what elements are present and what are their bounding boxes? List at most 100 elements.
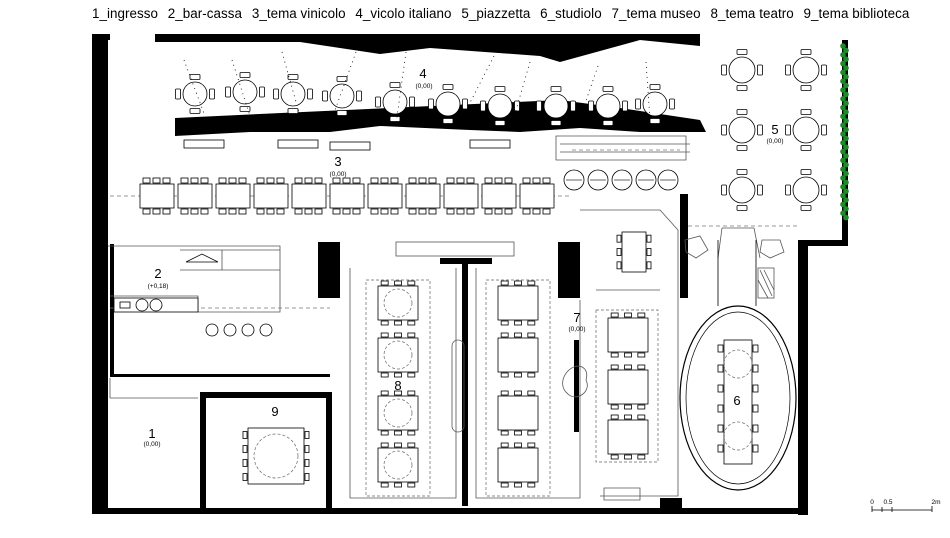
- chair: [752, 384, 759, 393]
- light-string: [395, 51, 407, 125]
- zone-outline: [485, 279, 551, 497]
- chair: [332, 208, 341, 215]
- chair: [500, 430, 509, 436]
- round-table: [728, 116, 756, 144]
- chair: [228, 177, 237, 184]
- hedge-leaf: [843, 144, 849, 150]
- chair: [527, 372, 536, 378]
- legend-item-5: 5_piazzetta: [461, 6, 531, 21]
- chair: [736, 145, 748, 151]
- chair: [380, 482, 389, 488]
- chair: [514, 372, 522, 378]
- chair: [752, 404, 759, 413]
- legend-item-8: 8_tema teatro: [710, 6, 794, 21]
- chair: [200, 177, 209, 184]
- hedge-leaf: [843, 74, 849, 80]
- bench: [183, 139, 225, 149]
- hedge-leaf: [840, 87, 846, 93]
- chair: [218, 177, 227, 184]
- chair: [189, 108, 201, 114]
- chair: [390, 177, 399, 184]
- chair: [736, 49, 748, 55]
- chair: [380, 442, 389, 448]
- chair: [456, 208, 465, 215]
- round-table: [182, 81, 208, 107]
- chair: [142, 208, 151, 215]
- hedge-leaf: [840, 43, 846, 49]
- legend-item-6: 6_studiolo: [540, 6, 602, 21]
- chair: [287, 74, 299, 80]
- hedge: [840, 43, 849, 221]
- chair: [494, 208, 503, 215]
- round-table: [595, 93, 621, 119]
- table: [443, 183, 479, 209]
- chair: [394, 320, 402, 326]
- bench: [469, 139, 511, 149]
- chair: [466, 208, 475, 215]
- hedge-leaf: [840, 78, 846, 84]
- chair: [242, 431, 248, 439]
- chair: [180, 208, 189, 215]
- table: [247, 427, 305, 485]
- round-table: [792, 116, 820, 144]
- chair: [407, 482, 416, 488]
- hedge-leaf: [840, 184, 846, 190]
- chair: [717, 344, 724, 353]
- room-3-number: 3: [334, 154, 341, 169]
- bar-stool: [259, 323, 273, 337]
- round-table: [232, 79, 258, 105]
- chair: [504, 177, 513, 184]
- chair: [256, 208, 265, 215]
- chair: [238, 177, 247, 184]
- walls: [92, 34, 848, 515]
- chair: [332, 177, 341, 184]
- round-table: [382, 89, 408, 115]
- chair: [304, 431, 310, 439]
- hedge-leaf: [840, 210, 846, 216]
- chair: [407, 442, 416, 448]
- table: [481, 183, 517, 209]
- chair: [418, 208, 427, 215]
- furniture: [113, 49, 827, 497]
- table: [497, 337, 539, 373]
- chair: [152, 177, 161, 184]
- hedge-leaf: [840, 131, 846, 137]
- chair: [757, 124, 763, 136]
- chair: [442, 118, 454, 124]
- room-5-number: 5: [771, 122, 778, 137]
- chair: [480, 100, 486, 112]
- chair: [466, 177, 475, 184]
- room-2-level: (+0,18): [148, 283, 169, 290]
- table: [139, 183, 175, 209]
- chair: [800, 49, 812, 55]
- chair: [276, 208, 285, 215]
- chair: [646, 261, 652, 270]
- chair: [752, 344, 759, 353]
- round-table: [487, 93, 513, 119]
- chair: [494, 120, 506, 126]
- chair: [266, 208, 275, 215]
- chair: [527, 332, 536, 338]
- hedge-leaf: [840, 60, 846, 67]
- room-3-level: (0,00): [330, 171, 347, 178]
- chair: [462, 98, 468, 110]
- room-7-level: (0,00): [569, 326, 586, 333]
- chair: [394, 390, 402, 396]
- round-table: [642, 91, 668, 117]
- bar-stool: [223, 323, 237, 337]
- chair: [624, 364, 632, 370]
- chair: [407, 390, 416, 396]
- chair: [800, 169, 812, 175]
- chair: [200, 208, 209, 215]
- chair: [514, 430, 522, 436]
- table: [497, 447, 539, 483]
- chair: [266, 177, 275, 184]
- chair: [304, 459, 310, 467]
- chair: [446, 208, 455, 215]
- zone-circle: [383, 398, 413, 428]
- hedge-leaf: [843, 82, 849, 89]
- chair: [152, 208, 161, 215]
- chair: [494, 177, 503, 184]
- chair: [527, 280, 536, 286]
- hedge-leaf: [840, 104, 846, 111]
